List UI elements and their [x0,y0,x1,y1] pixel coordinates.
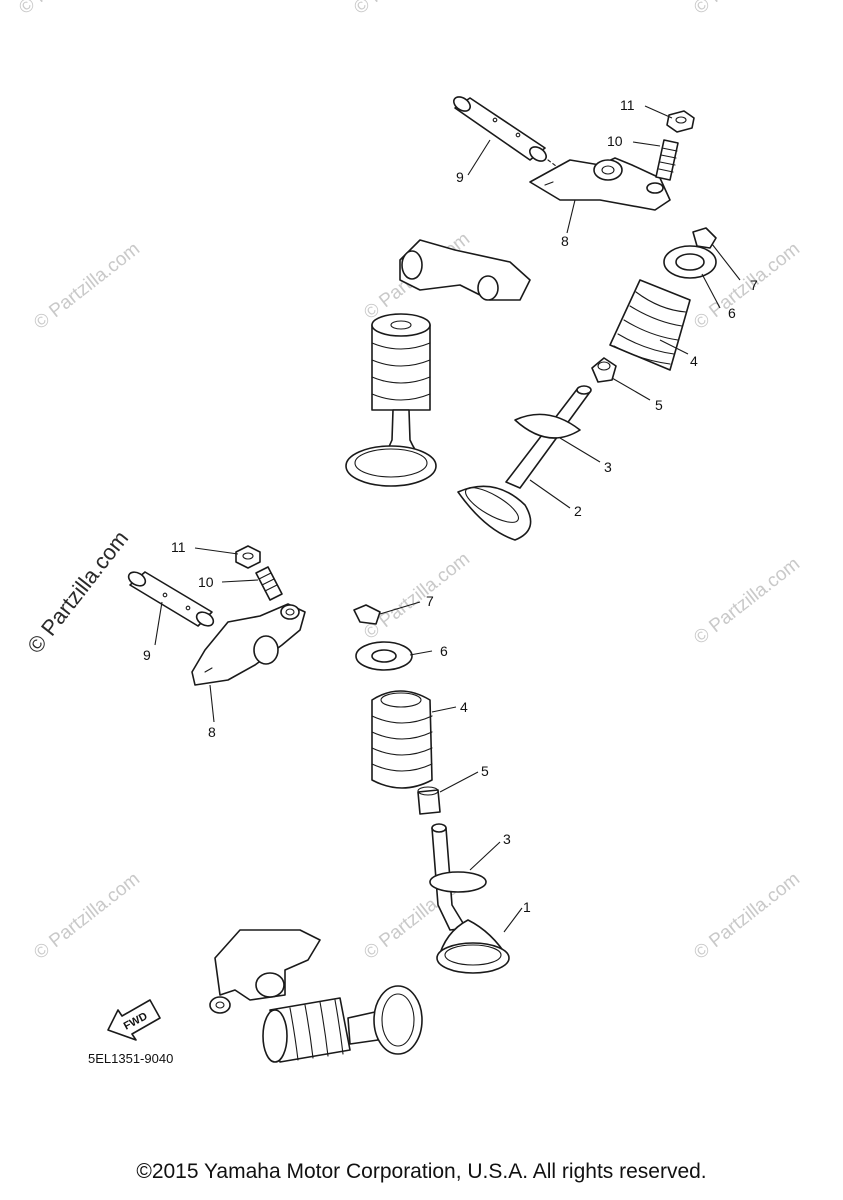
watermark-large: © Partzilla.com [22,526,133,658]
lock-nut [666,110,695,133]
adjusting-screw [255,566,283,601]
stem-seal [591,357,617,383]
lower-assembly: FWD 5EL1351-9040 11 10 9 8 7 6 4 5 3 1 [88,539,531,1066]
diagram-code: 5EL1351-9040 [88,1051,173,1066]
lock-nut [235,545,261,569]
callout-7: 7 [426,593,434,609]
callout-5: 5 [481,763,489,779]
watermark: © Partzilla.com [690,554,804,649]
spring-retainer [355,641,413,671]
watermark: © Partzilla.com [360,549,474,644]
background-valve [262,985,423,1063]
watermark: © Partzilla.com [690,869,804,964]
fwd-arrow-icon: FWD [107,999,161,1041]
callout-3: 3 [503,831,511,847]
rocker-shaft [127,571,215,627]
watermark: © Partzilla.com [30,869,144,964]
callout-4: 4 [690,353,698,369]
callout-11: 11 [171,539,186,555]
valve-cotter [353,604,381,625]
callout-6: 6 [440,643,448,659]
callout-8: 8 [561,233,569,249]
valve-cotter [692,227,717,249]
callout-10: 10 [607,133,623,149]
callout-4: 4 [460,699,468,715]
callout-9: 9 [143,647,151,663]
callout-8: 8 [208,724,216,740]
callout-7: 7 [750,277,758,293]
watermark: © Partzilla.com [30,239,144,334]
rocker-arm [529,157,671,211]
watermark: © Partzilla.com [15,0,129,19]
rocker-arm [191,603,306,686]
background-rocker [209,929,321,1014]
spring-retainer [663,245,717,279]
callout-11: 11 [620,97,635,113]
callout-3: 3 [604,459,612,475]
callout-2: 2 [574,503,582,519]
copyright-notice: ©2015 Yamaha Motor Corporation, U.S.A. A… [136,1160,707,1183]
exhaust-valve [457,385,592,541]
callout-6: 6 [728,305,736,321]
callout-10: 10 [198,574,214,590]
intake-valve [429,823,510,974]
stem-seal [417,786,441,815]
callout-9: 9 [456,169,464,185]
valve-spring [371,690,433,789]
callout-1: 1 [523,899,531,915]
upper-assembly: 11 10 9 8 7 6 4 5 3 2 [345,96,758,541]
rocker-shaft [453,96,557,167]
background-rocker [399,239,531,301]
watermark: © Partzilla.com [690,0,804,19]
adjusting-screw [655,139,679,181]
watermark: © Partzilla.com [350,0,464,19]
valve-spring [609,279,691,371]
callout-5: 5 [655,397,663,413]
background-valve [345,313,437,487]
